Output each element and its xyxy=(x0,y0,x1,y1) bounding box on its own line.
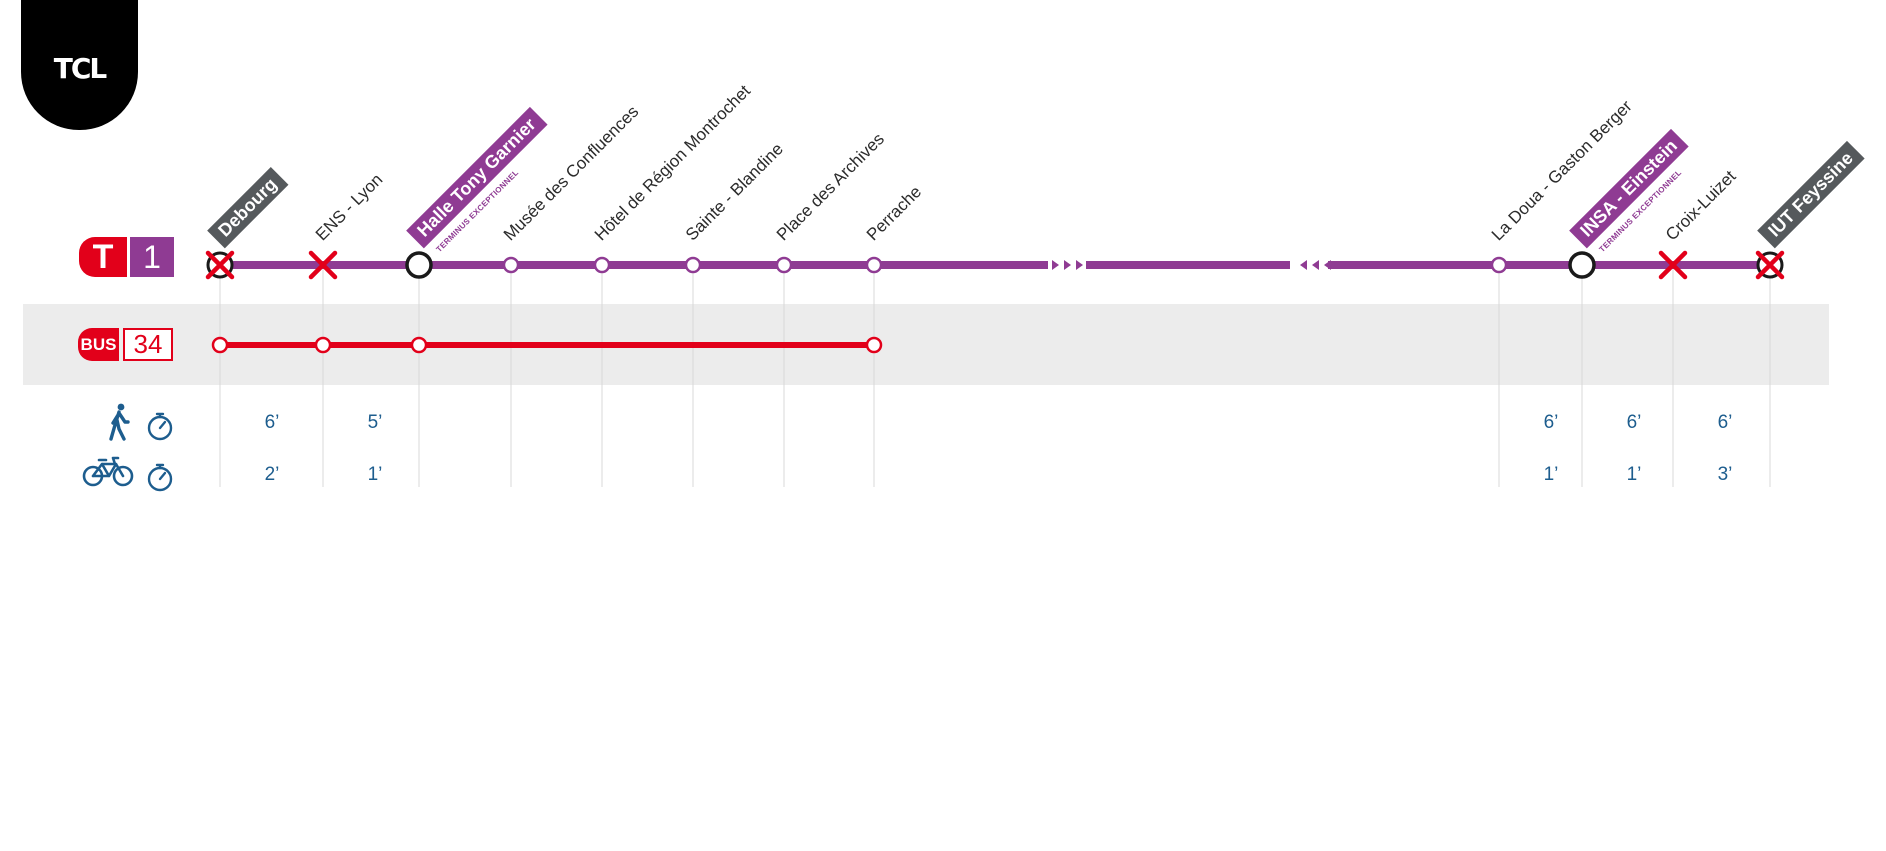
chevron-right-icon xyxy=(1052,260,1059,270)
cancelled-cross-icon xyxy=(205,250,235,280)
cancelled-cross-icon xyxy=(1658,250,1688,280)
bus-mode-badge: BUS xyxy=(78,328,119,361)
bicycle-icon xyxy=(82,456,134,487)
terminus-stop xyxy=(1568,251,1596,279)
tram-stop xyxy=(684,256,702,274)
walking-time: 6’ xyxy=(264,412,280,433)
tram-stop xyxy=(775,256,793,274)
cycling-time: 3’ xyxy=(1717,464,1733,485)
cancelled-cross-icon xyxy=(308,250,338,280)
cycling-time: 1’ xyxy=(1626,464,1642,485)
walking-time: 6’ xyxy=(1626,412,1642,433)
walking-time: 5’ xyxy=(367,412,383,433)
tram-number-badge: 1 xyxy=(130,237,174,277)
pedestrian-icon xyxy=(109,403,130,441)
tram-stop xyxy=(1490,256,1508,274)
stopwatch-icon xyxy=(147,412,173,441)
bus-stop xyxy=(211,336,229,354)
tram-mode-badge: T xyxy=(79,237,127,277)
tram-stop xyxy=(865,256,883,274)
bus-stop xyxy=(410,336,428,354)
cycling-time: 1’ xyxy=(367,464,383,485)
cycling-time: 1’ xyxy=(1543,464,1559,485)
tcl-logo: TCL xyxy=(21,0,138,130)
stopwatch-icon xyxy=(147,463,173,492)
chevron-left-icon xyxy=(1300,260,1307,270)
walking-time: 6’ xyxy=(1717,412,1733,433)
bus-stop xyxy=(865,336,883,354)
walking-time: 6’ xyxy=(1543,412,1559,433)
terminus-stop xyxy=(405,251,433,279)
tcl-logo-text: TCL xyxy=(53,52,108,85)
bus-number-badge: 34 xyxy=(123,328,173,361)
tram-stop xyxy=(502,256,520,274)
chevron-left-icon xyxy=(1312,260,1319,270)
cycling-time: 2’ xyxy=(264,464,280,485)
bus-stop xyxy=(314,336,332,354)
tram-stop xyxy=(593,256,611,274)
cancelled-cross-icon xyxy=(1755,250,1785,280)
chevron-right-icon xyxy=(1064,260,1071,270)
chevron-right-icon xyxy=(1076,260,1083,270)
chevron-left-icon xyxy=(1324,260,1331,270)
